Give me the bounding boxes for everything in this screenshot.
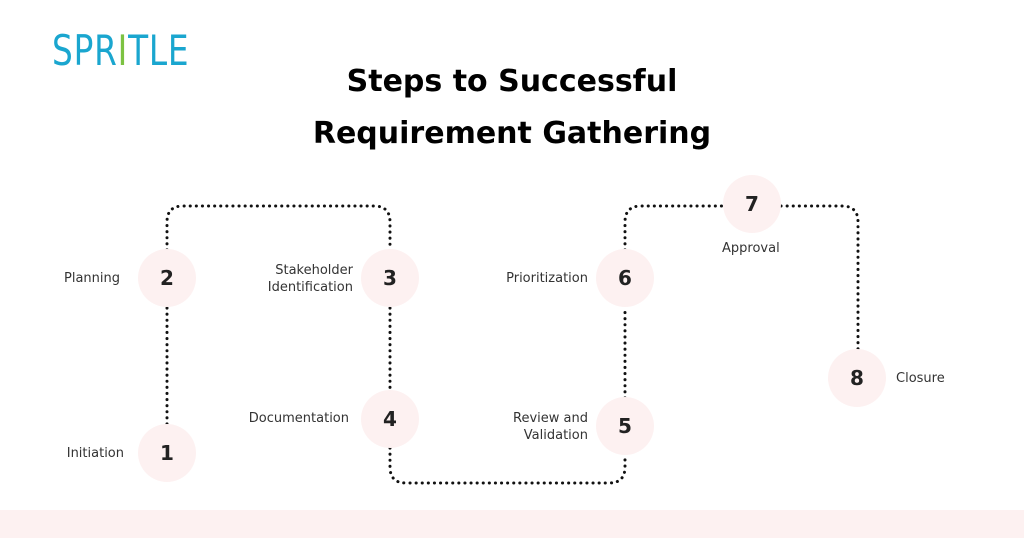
step-number-6: 6 — [618, 266, 632, 290]
logo-text-part3: TLE — [128, 26, 190, 75]
step-node-7: 7 — [723, 175, 781, 233]
step-node-4: 4 — [361, 390, 419, 448]
footer-band — [0, 510, 1024, 538]
step-number-8: 8 — [850, 366, 864, 390]
logo-text-part1: SPR — [52, 26, 118, 75]
connector-2-3 — [165, 204, 392, 252]
page-title: Steps to Successful Requirement Gatherin… — [0, 56, 1024, 160]
connector-4-5 — [388, 446, 627, 485]
step-label-8: Closure — [896, 371, 945, 386]
step-label-6: Prioritization — [506, 271, 588, 286]
step-label-4: Documentation — [248, 411, 349, 426]
step-label-5: Review and Validation — [468, 410, 588, 444]
step-node-1: 1 — [138, 424, 196, 482]
step-label-5-line2: Validation — [523, 428, 588, 443]
step-label-3: Stakeholder Identification — [233, 262, 353, 296]
step-number-1: 1 — [160, 441, 174, 465]
step-label-2: Planning — [64, 271, 120, 286]
sprintle-logo: SPRITLE — [52, 30, 189, 72]
step-node-6: 6 — [596, 249, 654, 307]
step-number-2: 2 — [160, 266, 174, 290]
step-label-3-line1: Stakeholder — [275, 263, 353, 278]
step-label-7: Approval — [722, 241, 780, 256]
logo-text-part2: I — [117, 26, 129, 75]
step-node-2: 2 — [138, 249, 196, 307]
step-node-3: 3 — [361, 249, 419, 307]
title-line-2: Requirement Gathering — [312, 116, 712, 151]
step-number-3: 3 — [383, 266, 397, 290]
step-number-4: 4 — [383, 407, 397, 431]
step-label-5-line1: Review and — [513, 411, 588, 426]
connector-6-7 — [623, 204, 726, 252]
step-node-8: 8 — [828, 349, 886, 407]
title-line-1: Steps to Successful — [346, 64, 678, 99]
step-number-5: 5 — [618, 414, 632, 438]
step-number-7: 7 — [745, 192, 759, 216]
step-label-3-line2: Identification — [267, 280, 353, 295]
step-node-5: 5 — [596, 397, 654, 455]
step-label-1: Initiation — [66, 446, 124, 461]
connector-7-8 — [779, 204, 860, 352]
